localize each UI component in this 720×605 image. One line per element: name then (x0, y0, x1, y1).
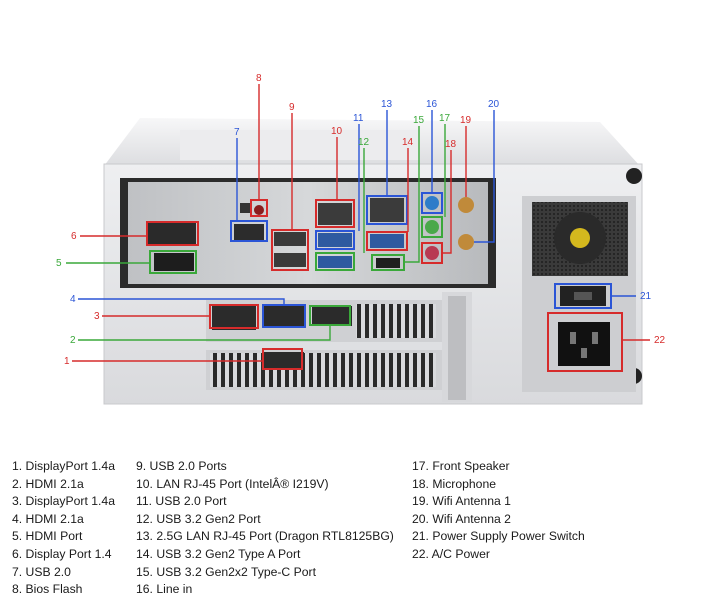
callout-20: 20 (488, 99, 500, 110)
callout-11: 11 (353, 113, 364, 124)
callout-numbers: 1 2 3 4 5 6 7 8 9 10 11 12 13 14 15 16 1… (56, 73, 666, 367)
callout-7: 7 (234, 127, 240, 138)
callout-6: 6 (71, 231, 77, 242)
box-9 (271, 229, 309, 271)
callout-22: 22 (654, 335, 666, 346)
callout-4: 4 (70, 294, 76, 305)
box-7 (230, 220, 268, 242)
legend-item: 7. USB 2.0 (12, 564, 71, 579)
legend-item: 19. Wifi Antenna 1 (412, 494, 511, 509)
legend-item: 16. Line in (136, 582, 193, 597)
legend-item: 2. HDMI 2.1a (12, 476, 84, 491)
port-legend: 1. DisplayPort 1.4a 2. HDMI 2.1a 3. Disp… (0, 452, 720, 602)
legend-item: 18. Microphone (412, 476, 497, 491)
callout-16: 16 (426, 99, 438, 110)
legend-column-2: 9. USB 2.0 Ports 10. LAN RJ-45 Port (Int… (136, 458, 394, 599)
box-12 (315, 252, 355, 271)
callout-13: 13 (381, 99, 393, 110)
legend-item: 22. A/C Power (412, 546, 490, 561)
callout-18: 18 (445, 139, 457, 150)
legend-item: 11. USB 2.0 Port (136, 494, 227, 509)
gpu-bracket (206, 292, 472, 402)
callout-1: 1 (64, 356, 70, 367)
box-5 (149, 250, 197, 274)
legend-item: 21. Power Supply Power Switch (412, 529, 585, 544)
box-14 (366, 231, 408, 251)
callout-21: 21 (640, 291, 652, 302)
callout-12: 12 (358, 137, 370, 148)
callout-9: 9 (289, 102, 295, 113)
legend-column-1: 1. DisplayPort 1.4a 2. HDMI 2.1a 3. Disp… (12, 458, 115, 599)
callout-17: 17 (439, 113, 451, 124)
legend-item: 15. USB 3.2 Gen2x2 Type-C Port (136, 564, 316, 579)
callout-2: 2 (70, 335, 76, 346)
legend-item: 1. DisplayPort 1.4a (12, 459, 115, 473)
box-6 (146, 221, 199, 246)
legend-item: 14. USB 3.2 Gen2 Type A Port (136, 546, 301, 561)
legend-item: 13. 2.5G LAN RJ-45 Port (Dragon RTL8125B… (136, 529, 394, 544)
box-22 (547, 312, 623, 372)
legend-item: 17. Front Speaker (412, 459, 510, 473)
leader-lines (66, 84, 650, 362)
callout-15: 15 (413, 115, 425, 126)
legend-item: 5. HDMI Port (12, 529, 83, 544)
legend-item: 3. DisplayPort 1.4a (12, 494, 115, 509)
box-17 (421, 216, 443, 238)
callout-3: 3 (94, 311, 100, 322)
legend-item: 12. USB 3.2 Gen2 Port (136, 511, 261, 526)
legend-column-3: 17. Front Speaker 18. Microphone 19. Wif… (412, 458, 585, 564)
callout-8: 8 (256, 73, 262, 84)
callout-14: 14 (402, 137, 414, 148)
legend-item: 9. USB 2.0 Ports (136, 459, 227, 473)
product-photo: 1 2 3 4 5 6 7 8 9 10 11 12 13 14 15 16 1… (56, 73, 666, 405)
callout-10: 10 (331, 126, 343, 137)
legend-item: 8. Bios Flash (12, 582, 83, 597)
box-11 (315, 230, 355, 250)
legend-item: 10. LAN RJ-45 Port (IntelÂ® I219V) (136, 476, 329, 491)
legend-item: 20. Wifi Antenna 2 (412, 511, 511, 526)
box-1 (262, 348, 303, 370)
callout-5: 5 (56, 258, 62, 269)
callout-19: 19 (460, 115, 472, 126)
legend-item: 6. Display Port 1.4 (12, 546, 112, 561)
legend-item: 4. HDMI 2.1a (12, 511, 84, 526)
box-10 (315, 199, 355, 228)
power-supply (522, 196, 636, 392)
